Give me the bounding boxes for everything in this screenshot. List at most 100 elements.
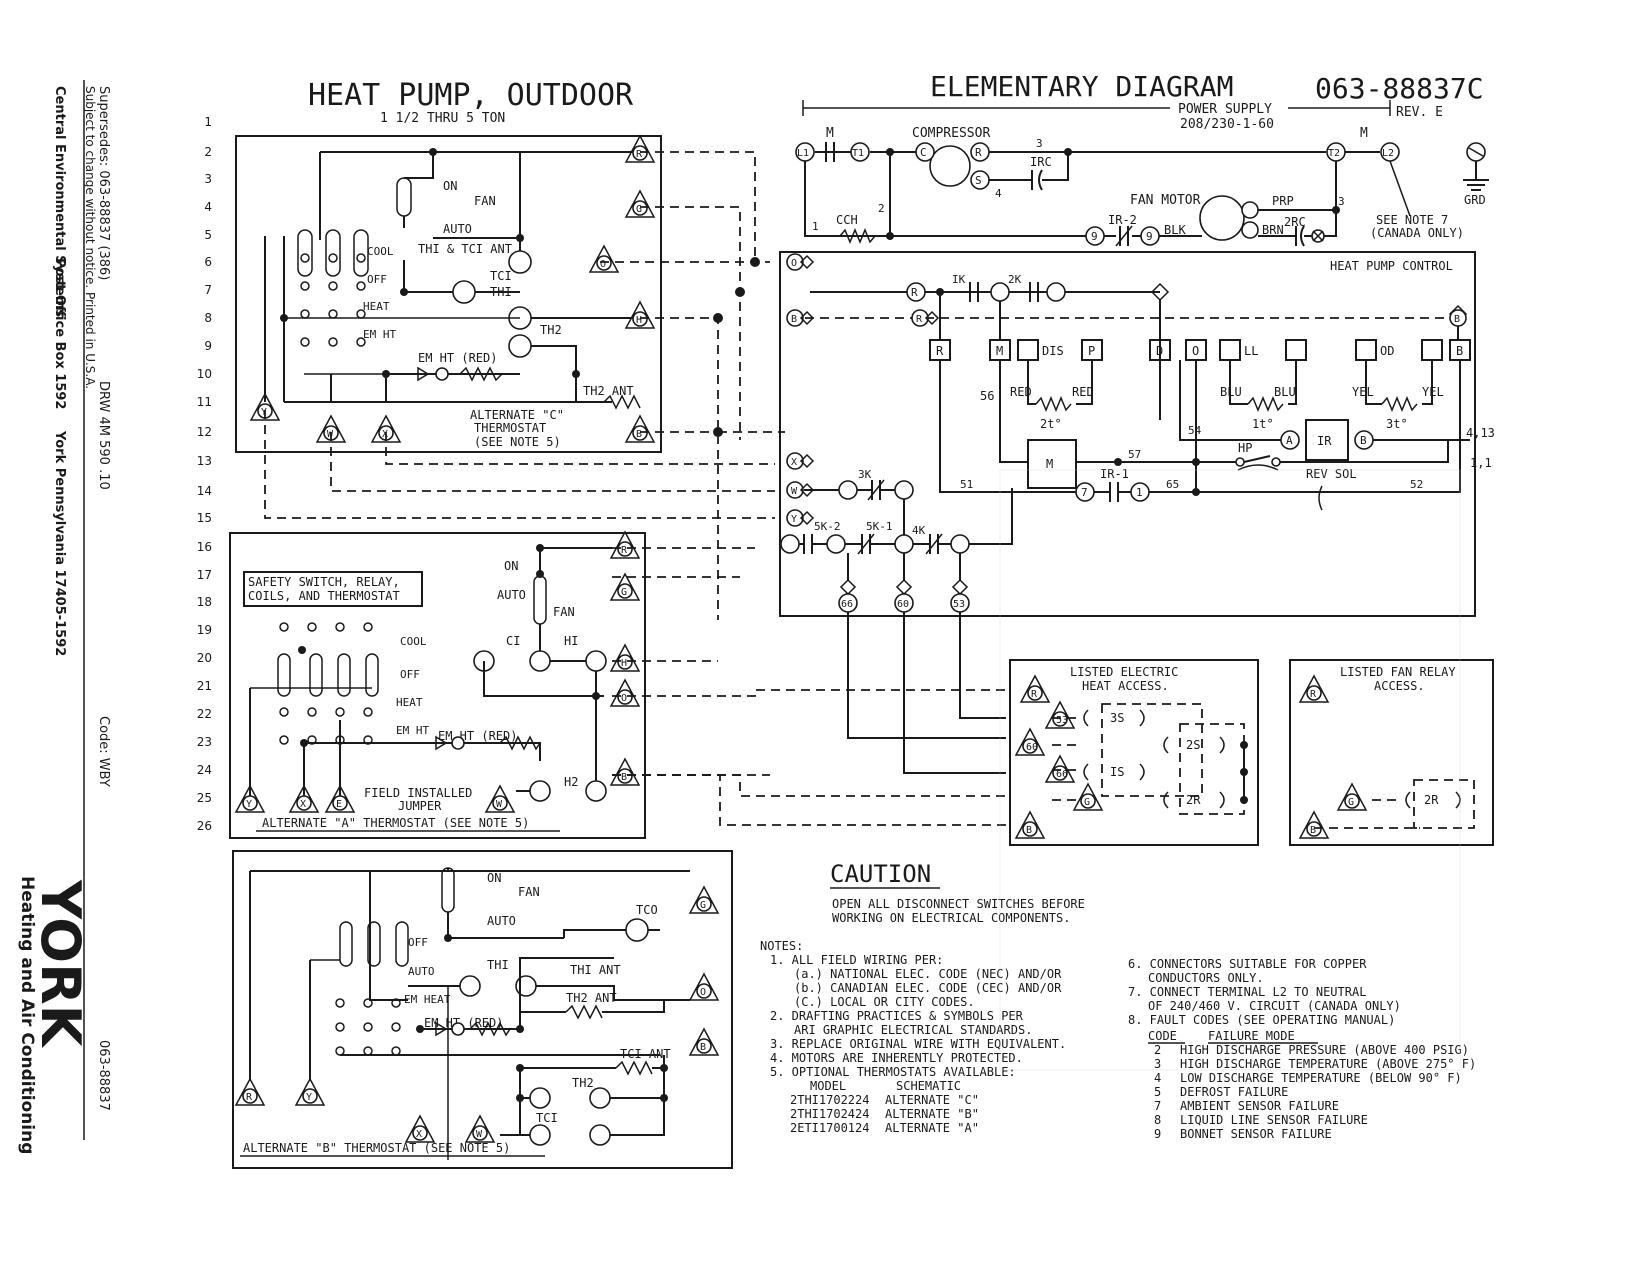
- listed-electric-frame: [1009, 659, 1259, 846]
- lfr-terminal-r: R: [1298, 674, 1330, 703]
- thermostat-a-panel: SAFETY SWITCH, RELAY, COILS, AND THERMOS…: [229, 530, 646, 839]
- ir-pin-b: B: [1360, 434, 1367, 447]
- sensor-2t: 2t°: [1040, 417, 1062, 431]
- leh-terminal-g-label: G: [1084, 797, 1090, 808]
- hpc-terminal-box: [1355, 339, 1377, 361]
- tb-terminal-x-label: X: [416, 1129, 422, 1140]
- line-number-22: 22: [197, 707, 212, 721]
- tc-terminal-y-label: Y: [261, 407, 267, 418]
- ta-field-1: FIELD INSTALLED: [364, 786, 472, 800]
- wire-3b: 3: [1338, 195, 1345, 208]
- york-tagline: Heating and Air Conditioning: [17, 876, 37, 1154]
- leh-terminal-r: R: [1019, 674, 1051, 703]
- tb-terminal-o: O: [688, 972, 720, 1001]
- line-number-19: 19: [197, 623, 212, 637]
- line-number-2: 2: [204, 145, 212, 159]
- ir-label: IR: [1317, 434, 1332, 448]
- left-subtitle: 1 1/2 THRU 5 TON: [380, 111, 505, 126]
- fault-code: 4: [1154, 1071, 1161, 1085]
- rev-sol-label: REV SOL: [1306, 467, 1357, 481]
- hpc-r-small: R: [911, 286, 918, 299]
- thermostat-b-panel: ON FAN AUTO OFF AUTO EM HEAT EM HT (RED)…: [232, 850, 733, 1169]
- ta-label-1: SAFETY SWITCH, RELAY,: [248, 575, 400, 589]
- ta-off: OFF: [400, 668, 420, 681]
- ta-terminal-r-label: R: [621, 545, 628, 556]
- ta-terminal-h: H: [609, 643, 641, 672]
- tb-thi-ant: THI ANT: [570, 963, 621, 977]
- ir2-pin-9: 9: [1091, 230, 1098, 243]
- notes-left: NOTES:1. ALL FIELD WIRING PER:(a.) NATIO…: [760, 939, 1066, 1079]
- m-coil-box: [1027, 439, 1077, 489]
- t1-term: T1: [852, 148, 864, 159]
- hpc-terminal-m: M: [996, 344, 1003, 358]
- fault-code: 3: [1154, 1057, 1161, 1071]
- po-text: Post Office Box 1592: [52, 258, 67, 409]
- line-number-1: 1: [204, 115, 212, 129]
- tb-terminal-r: R: [234, 1077, 266, 1106]
- canada-only: (CANADA ONLY): [1370, 226, 1464, 240]
- ta-ci: CI: [506, 634, 520, 648]
- brn-label: BRN: [1262, 223, 1284, 237]
- hpc-terminal-b: B: [1456, 344, 1463, 358]
- part-number: 063-88837: [96, 1040, 111, 1111]
- note-left-1: 1. ALL FIELD WIRING PER:: [770, 953, 943, 967]
- line-number-21: 21: [197, 679, 212, 693]
- ta-caption: ALTERNATE "A" THERMOSTAT (SEE NOTE 5): [262, 816, 529, 830]
- wire-1: 1: [812, 220, 819, 233]
- tb-terminal-r-label: R: [246, 1092, 253, 1103]
- ta-terminal-r: R: [609, 530, 641, 559]
- line-number-column: 1234567891011121314151617181920212223242…: [197, 115, 212, 833]
- thermo-schematic: ALTERNATE "C": [885, 1093, 979, 1107]
- leh-title-1: LISTED ELECTRIC: [1070, 665, 1178, 679]
- ta-terminal-g: G: [609, 572, 641, 601]
- hpc-left-terminal-o: O: [791, 258, 797, 269]
- line-number-3: 3: [204, 172, 212, 186]
- tb-em-heat: EM HEAT: [404, 993, 451, 1006]
- ir1-pin-7: 7: [1081, 486, 1088, 499]
- lfr-terminal-r-label: R: [1310, 689, 1317, 700]
- ta-terminal-y-label: Y: [246, 799, 252, 810]
- doc-number: 063-88837C: [1315, 72, 1484, 105]
- wire-1-1: 1,1: [1470, 456, 1492, 470]
- note-right-1: CONDUCTORS ONLY.: [1148, 971, 1264, 985]
- listed-fan-frame: [1289, 659, 1494, 846]
- hpc-terminal-o: O: [1192, 344, 1199, 358]
- see-note-7: SEE NOTE 7: [1376, 213, 1448, 227]
- hpc-terminal-dis: DIS: [1042, 344, 1064, 358]
- leh-terminal-60: 60: [1014, 727, 1046, 756]
- elementary-title: ELEMENTARY DIAGRAM: [930, 70, 1233, 103]
- 2rc-label: 2RC: [1284, 215, 1306, 229]
- tc-em-ht-red: EM HT (RED): [418, 351, 497, 365]
- tc-th2: TH2: [540, 323, 562, 337]
- tb-th2: TH2: [572, 1076, 594, 1090]
- caution-line-2: WORKING ON ELECTRICAL COMPONENTS.: [832, 911, 1070, 925]
- tc-heat: HEAT: [363, 300, 390, 313]
- wire-54: 54: [1188, 424, 1202, 437]
- irc-label: IRC: [1030, 155, 1052, 169]
- wire-56: 56: [980, 389, 994, 403]
- fault-code: 7: [1154, 1099, 1161, 1113]
- ta-h2: H2: [564, 775, 578, 789]
- ta-cool: COOL: [400, 635, 427, 648]
- cch-label: CCH: [836, 213, 858, 227]
- wire-57: 57: [1128, 448, 1141, 461]
- note-left-4: (C.) LOCAL OR CITY CODES.: [794, 995, 975, 1009]
- tc-cool: COOL: [367, 245, 394, 258]
- tc-terminal-b: B: [624, 414, 656, 443]
- fault-code: 5: [1154, 1085, 1161, 1099]
- tc-terminal-o: O: [588, 244, 620, 273]
- rev-label: REV. E: [1396, 105, 1443, 120]
- fan-relay-2r: 2R: [1424, 793, 1439, 807]
- listed-fan-relay-panel: LISTED FAN RELAY ACCESS. RGB 2R: [1289, 659, 1494, 846]
- tc-terminal-h: H: [624, 300, 656, 329]
- note-left-8: 4. MOTORS ARE INHERENTLY PROTECTED.: [770, 1051, 1023, 1065]
- note-left-0: NOTES:: [760, 939, 803, 953]
- tb-auto: AUTO: [487, 914, 516, 928]
- tb-th2-ant: TH2 ANT: [566, 991, 617, 1005]
- comp-c-term: C: [920, 146, 927, 159]
- note-right-4: 8. FAULT CODES (SEE OPERATING MANUAL): [1128, 1013, 1395, 1027]
- lfr-title-2: ACCESS.: [1374, 679, 1425, 693]
- leh-terminal-r-label: R: [1031, 689, 1038, 700]
